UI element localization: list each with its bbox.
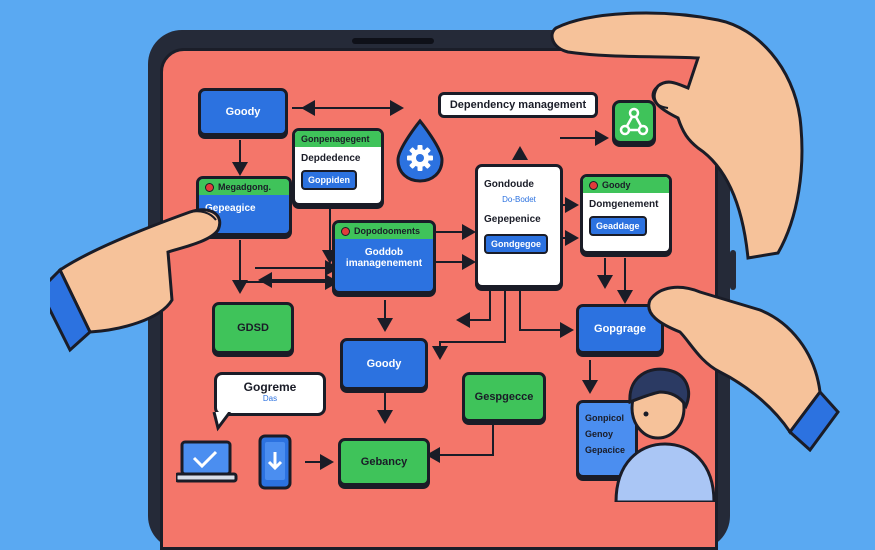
- card-left-header-label: Megadgong.: [218, 182, 271, 192]
- gear-droplet-icon: [393, 118, 447, 184]
- card-right-pill: Geaddage: [589, 216, 647, 237]
- speech-bubble: Gogreme Das: [214, 372, 326, 416]
- bottom-right-hand: [647, 285, 840, 452]
- diagram-title: Dependency management: [438, 92, 598, 118]
- tablet-side-button: [730, 250, 736, 290]
- card-top-row: Depdedence: [301, 153, 361, 164]
- card-left-row: Gepeagice: [205, 203, 256, 215]
- card-left-header: Megadgong.: [199, 179, 289, 196]
- share-nodes-icon: [612, 100, 656, 144]
- card-br-row2: Genoy: [585, 429, 614, 439]
- card-center-row1: Gondoude: [484, 179, 534, 190]
- person-figure: [614, 367, 716, 502]
- speech-title: Gogreme: [243, 380, 297, 394]
- card-right-header: Goody: [583, 177, 669, 194]
- card-top-header: Gonpenagegent: [295, 131, 381, 147]
- card-br-row1: Gonpicol: [585, 413, 624, 423]
- card-center-sub: Do-Bodet: [502, 195, 536, 204]
- status-dot: [589, 181, 598, 191]
- card-mid-header-label: Dopodooments: [354, 226, 420, 236]
- status-dot: [341, 227, 350, 237]
- tablet-camera: [352, 38, 434, 44]
- card-center-row2: Gepepenice: [484, 214, 541, 225]
- connector-lines: [232, 100, 633, 470]
- card-right-row: Domgenement: [589, 199, 659, 211]
- top-right-hand: [550, 11, 804, 260]
- laptop-icon: [174, 440, 240, 489]
- node-goody-mid: Goody: [340, 338, 428, 390]
- card-left: Megadgong. Gepeagice: [196, 176, 292, 236]
- card-mid-body: Goddob imanagenement: [345, 247, 423, 270]
- illustration: Dependency management Goody Gonpenagegen…: [50, 11, 840, 550]
- card-br-row3: Gepacice: [585, 445, 626, 455]
- card-right-header-label: Goody: [602, 180, 631, 190]
- card-right: Goody Domgenement Geaddage: [580, 174, 672, 254]
- node-gebancy: Gebancy: [338, 438, 430, 486]
- speech-sub: Das: [262, 394, 278, 403]
- status-dot: [205, 183, 214, 193]
- speech-tail: [212, 412, 232, 432]
- card-top: Gonpenagegent Depdedence Goppiden: [292, 128, 384, 206]
- card-center-pill: Gondgegoe: [484, 234, 548, 254]
- left-hand: [50, 208, 222, 353]
- card-bottom-right: Gonpicol Genoy Gepacice: [576, 400, 638, 478]
- card-mid-header: Dopodooments: [335, 223, 433, 240]
- node-gdsd: GDSD: [212, 302, 294, 354]
- node-gespgecce: Gespgecce: [462, 372, 546, 422]
- card-center: Gondoude Do-Bodet Gepepenice Gondgegoe: [475, 164, 563, 288]
- card-mid: Dopodooments Goddob imanagenement: [332, 220, 436, 294]
- phone-download-icon: [258, 434, 292, 495]
- node-goody-top: Goody: [198, 88, 288, 136]
- card-top-pill: Goppiden: [301, 170, 357, 190]
